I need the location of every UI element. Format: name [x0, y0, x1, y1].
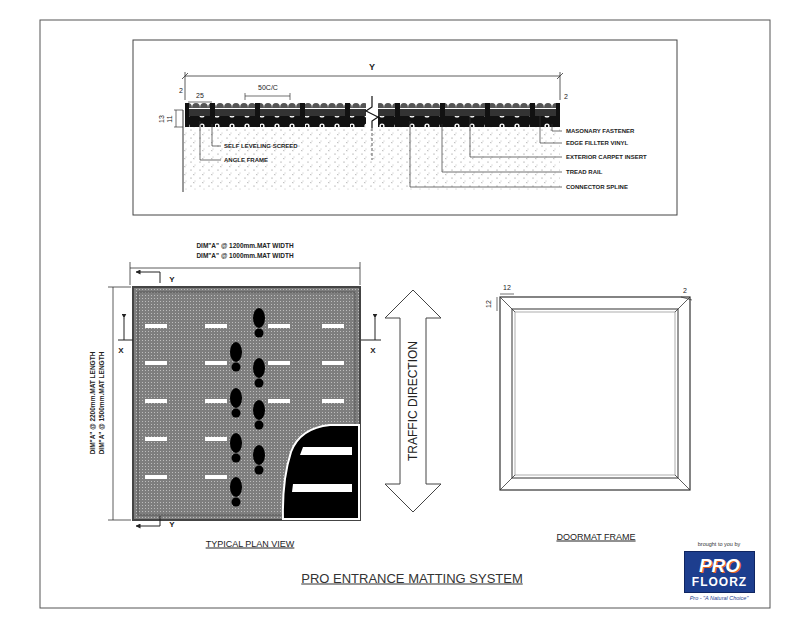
logo-note: brought to you by [698, 542, 741, 548]
dimension-note: DIM"A" @ 2200mm.MAT LENGTH [90, 352, 97, 455]
dimension: Y [369, 63, 375, 72]
dimension: 2 [179, 87, 183, 94]
dimension: 50C/C [258, 84, 278, 91]
logo-tagline: Pro - "A Natural Choice" [690, 596, 749, 602]
section-marker: X [370, 347, 375, 355]
drawing-title: PRO ENTRANCE MATTING SYSTEM [301, 572, 523, 585]
logo-box: PROFLOORZ [684, 551, 755, 593]
section-marker: Y [169, 521, 174, 529]
view-caption: TYPICAL PLAN VIEW [206, 540, 295, 549]
dimension: 11 [166, 115, 173, 122]
part-name: CONNECTOR SPLINE [566, 184, 628, 190]
view-caption: DOORMAT FRAME [556, 533, 635, 542]
dimension: 25 [196, 92, 204, 99]
logo-word: FLOORZ [692, 576, 747, 589]
section-marker: Y [169, 276, 174, 284]
logo-mark: PRO [699, 556, 740, 576]
dimension-note: DIM"A" @ 1000mm.MAT WIDTH [196, 253, 293, 260]
dimension: 12 [503, 284, 511, 291]
dimension: 2 [683, 287, 687, 294]
part-name: EDGE FILLTER VINYL [566, 140, 628, 146]
dimension: 12 [485, 300, 492, 308]
direction-label: TRAFFIC DIRECTION [407, 341, 419, 461]
dimension: 2 [564, 93, 568, 100]
part-name: TREAD RAIL [566, 169, 602, 175]
dimension: 13 [158, 115, 165, 123]
section-marker: X [118, 347, 123, 355]
part-name: ANGLE FRAME [224, 157, 268, 163]
dimension-note: DIM"A" @ 1200mm.MAT WIDTH [196, 243, 293, 250]
part-name: MASONARY FASTENER [566, 128, 634, 134]
part-name: EXTERIOR CARPET INSERT [566, 154, 647, 160]
part-name: SELF LEVELING SCREED [224, 143, 298, 149]
dimension-note: DIM"A" @ 1500mm.MAT LENGTH [99, 352, 106, 455]
